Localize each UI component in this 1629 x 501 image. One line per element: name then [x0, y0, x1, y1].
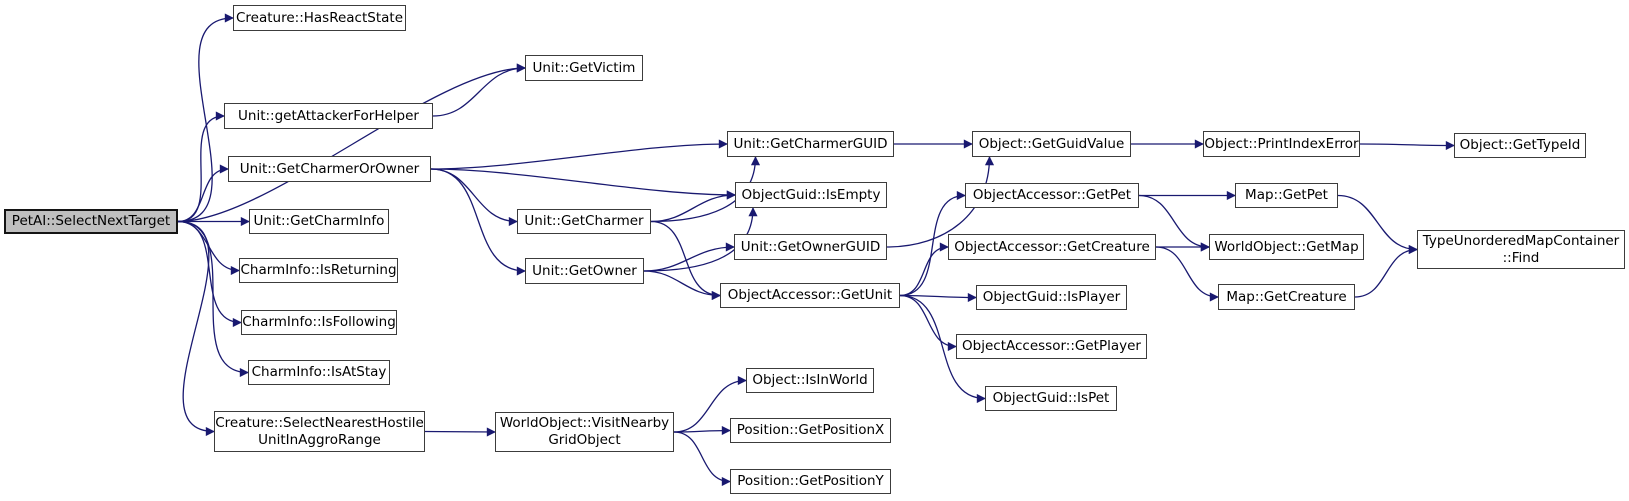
edge-unit-get-owner--object-guid-is-empty	[643, 207, 758, 272]
edge-unit-get-charmer-or-owner--unit-get-charmer-guid	[430, 139, 728, 170]
edge-unit-get-charmer--object-accessor-get-unit	[650, 220, 721, 301]
node-unit-get-charmer[interactable]: Unit::GetCharmer	[517, 209, 651, 234]
node-object-accessor-get-pet[interactable]: ObjectAccessor::GetPet	[965, 183, 1139, 208]
node-object-accessor-get-unit[interactable]: ObjectAccessor::GetUnit	[720, 283, 900, 308]
node-position-get-position-x[interactable]: Position::GetPositionX	[730, 418, 891, 443]
node-type-unordered-map-container-find[interactable]: TypeUnorderedMapContainer ::Find	[1417, 230, 1625, 269]
node-charm-info-is-at-stay[interactable]: CharmInfo::IsAtStay	[248, 360, 390, 385]
node-object-guid-is-empty[interactable]: ObjectGuid::IsEmpty	[735, 182, 887, 208]
node-object-guid-is-pet[interactable]: ObjectGuid::IsPet	[985, 386, 1117, 411]
node-world-object-visit-nearby-grid-object[interactable]: WorldObject::VisitNearby GridObject	[495, 412, 674, 452]
edge-object-accessor-get-unit--object-accessor-get-creature	[899, 242, 949, 297]
edge-object-accessor-get-creature--map-get-creature	[1155, 246, 1219, 302]
edge-petai-select-next-target--creature-has-react-state	[177, 13, 234, 223]
node-unit-get-owner-guid[interactable]: Unit::GetOwnerGUID	[734, 234, 887, 260]
node-map-get-creature[interactable]: Map::GetCreature	[1218, 284, 1355, 310]
node-object-get-guid-value[interactable]: Object::GetGuidValue	[972, 131, 1131, 157]
edge-unit-get-charmer-or-owner--unit-get-owner	[430, 168, 526, 276]
node-unit-get-owner[interactable]: Unit::GetOwner	[525, 258, 644, 284]
edge-petai-select-next-target--charm-info-is-at-stay	[177, 220, 249, 378]
edge-unit-get-owner-guid--object-get-guid-value	[886, 156, 995, 248]
node-object-is-in-world[interactable]: Object::IsInWorld	[746, 368, 874, 393]
node-object-guid-is-player[interactable]: ObjectGuid::IsPlayer	[976, 285, 1127, 310]
edge-unit-get-owner--object-accessor-get-unit	[643, 270, 721, 301]
edge-petai-select-next-target--unit-get-attacker-for-helper	[177, 111, 225, 223]
edge-unit-get-charmer--object-guid-is-empty	[650, 190, 736, 223]
edge-unit-get-charmer-or-owner--object-guid-is-empty	[430, 168, 736, 200]
node-unit-get-victim[interactable]: Unit::GetVictim	[525, 55, 643, 81]
node-creature-has-react-state[interactable]: Creature::HasReactState	[233, 5, 406, 31]
node-object-accessor-get-creature[interactable]: ObjectAccessor::GetCreature	[948, 234, 1156, 260]
node-petai-select-next-target[interactable]: PetAI::SelectNextTarget	[4, 209, 178, 234]
edge-unit-get-attacker-for-helper--unit-get-victim	[432, 63, 526, 117]
edges-group	[177, 13, 1455, 487]
edge-object-accessor-get-unit--object-accessor-get-player	[899, 294, 957, 352]
node-charm-info-is-returning[interactable]: CharmInfo::IsReturning	[239, 258, 398, 283]
edge-unit-get-charmer-or-owner--unit-get-charmer	[430, 168, 518, 227]
node-unit-get-attacker-for-helper[interactable]: Unit::getAttackerForHelper	[224, 103, 433, 129]
edge-world-object-visit-nearby-grid-object--position-get-position-y	[673, 431, 731, 487]
edge-world-object-visit-nearby-grid-object--object-is-in-world	[673, 375, 747, 433]
node-position-get-position-y[interactable]: Position::GetPositionY	[730, 469, 891, 494]
edge-petai-select-next-target--unit-get-victim	[177, 63, 526, 223]
node-creature-select-nearest-hostile[interactable]: Creature::SelectNearestHostile UnitInAgg…	[214, 411, 425, 452]
node-map-get-pet[interactable]: Map::GetPet	[1235, 183, 1338, 208]
edge-object-accessor-get-unit--object-accessor-get-pet	[899, 190, 966, 297]
node-object-accessor-get-player[interactable]: ObjectAccessor::GetPlayer	[956, 334, 1147, 359]
edge-object-print-index-error--object-get-type-id	[1359, 140, 1455, 151]
node-world-object-get-map[interactable]: WorldObject::GetMap	[1209, 234, 1364, 260]
edge-object-accessor-get-pet--world-object-get-map	[1138, 194, 1210, 252]
node-unit-get-charm-info[interactable]: Unit::GetCharmInfo	[249, 209, 389, 234]
edge-petai-select-next-target--creature-select-nearest-hostile	[177, 220, 215, 437]
node-unit-get-charmer-or-owner[interactable]: Unit::GetCharmerOrOwner	[228, 156, 431, 182]
node-charm-info-is-following[interactable]: CharmInfo::IsFollowing	[241, 310, 397, 335]
edge-petai-select-next-target--unit-get-charmer-or-owner	[177, 164, 229, 223]
node-object-get-type-id[interactable]: Object::GetTypeId	[1454, 133, 1586, 158]
node-unit-get-charmer-guid[interactable]: Unit::GetCharmerGUID	[727, 131, 894, 157]
edge-unit-get-charmer--unit-get-charmer-guid	[650, 156, 761, 223]
edge-creature-select-nearest-hostile--world-object-visit-nearby-grid-object	[424, 427, 496, 437]
edge-object-accessor-get-unit--object-guid-is-player	[899, 292, 977, 303]
edge-map-get-creature--type-unordered-map-container-find	[1354, 244, 1418, 298]
edge-object-accessor-get-unit--object-guid-is-pet	[899, 294, 986, 404]
edge-petai-select-next-target--charm-info-is-following	[177, 220, 242, 328]
edge-map-get-pet--type-unordered-map-container-find	[1337, 194, 1418, 255]
node-object-print-index-error[interactable]: Object::PrintIndexError	[1203, 131, 1360, 157]
